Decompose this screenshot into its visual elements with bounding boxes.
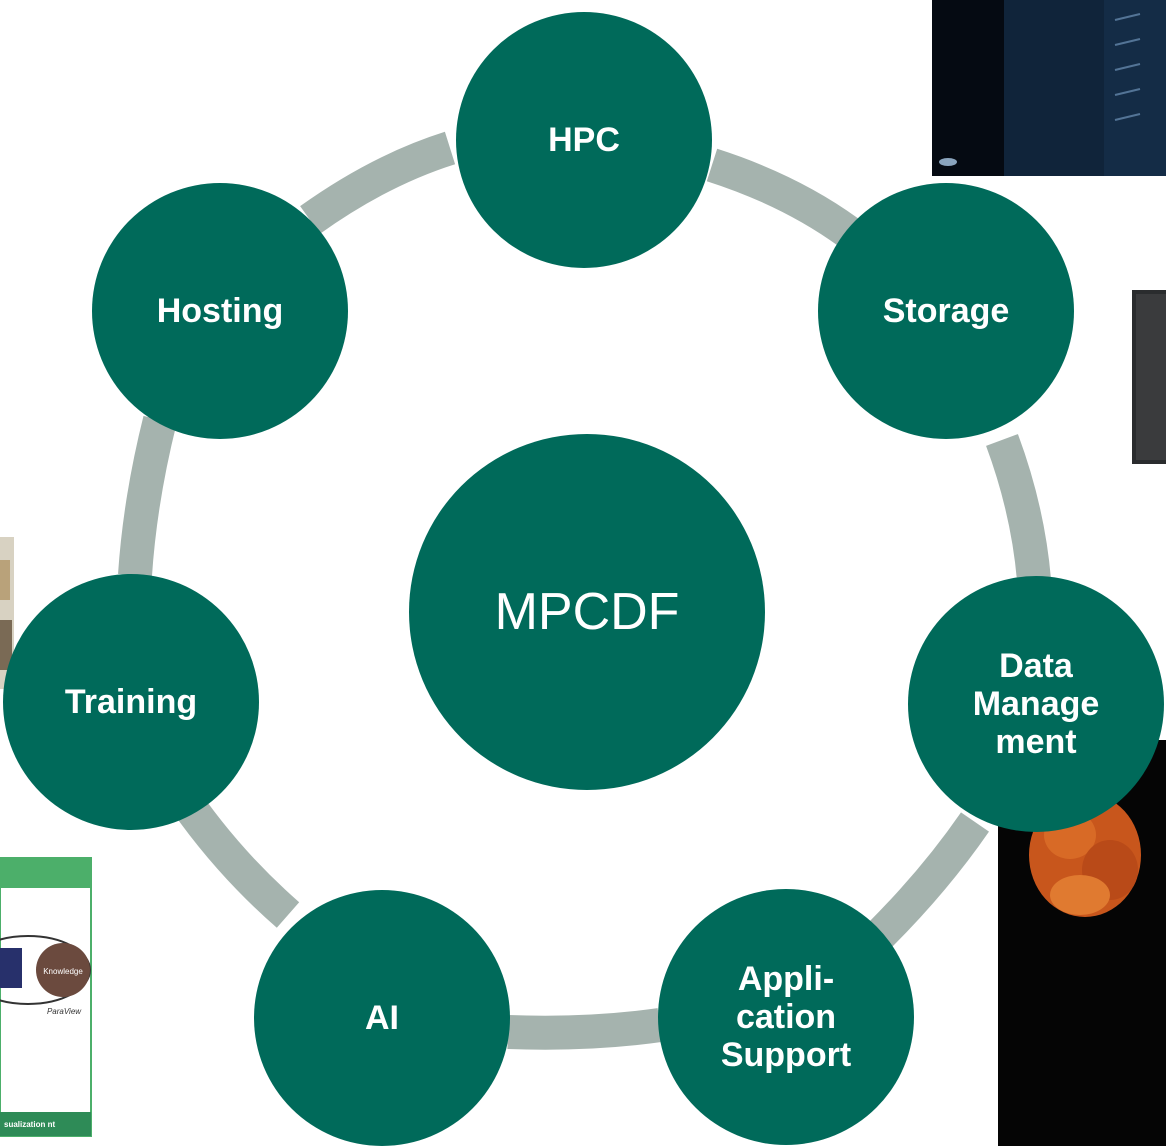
node-hosting: Hosting	[92, 183, 348, 439]
link-appsupport-ai	[507, 1008, 663, 1050]
node-ai: AI	[254, 890, 510, 1146]
node-application-support-label: Appli- cation Support	[720, 959, 852, 1075]
flyer-image	[0, 857, 92, 1137]
node-data-management: Data Manage ment	[908, 576, 1164, 832]
node-application-support: Appli- cation Support	[658, 889, 914, 1145]
flyer-paraview-label: ParaView	[47, 1007, 82, 1016]
node-storage-label: Storage	[882, 291, 1010, 330]
link-storage-datamanagement	[986, 434, 1051, 582]
link-datamanagement-appsupport	[867, 812, 989, 948]
training-photo-image	[0, 537, 14, 689]
center-node: MPCDF	[409, 434, 765, 790]
node-training-label: Training	[64, 682, 198, 721]
server-photo-image	[932, 0, 1166, 176]
flyer-footer-text: sualization nt	[4, 1120, 55, 1129]
flyer-knowledge-label: Knowledge	[43, 967, 83, 976]
node-training: Training	[3, 574, 259, 830]
link-hosting-hpc	[300, 131, 456, 234]
link-training-hosting	[118, 415, 177, 577]
node-hpc-label: HPC	[548, 120, 620, 159]
node-storage: Storage	[818, 183, 1074, 439]
node-hpc: HPC	[456, 12, 712, 268]
node-hosting-label: Hosting	[156, 291, 284, 330]
center-label: MPCDF	[494, 582, 680, 641]
node-data-management-label: Data Manage ment	[972, 646, 1100, 762]
storage-photo-image	[1132, 290, 1166, 464]
link-hpc-storage	[706, 148, 858, 246]
node-ai-label: AI	[365, 998, 399, 1037]
